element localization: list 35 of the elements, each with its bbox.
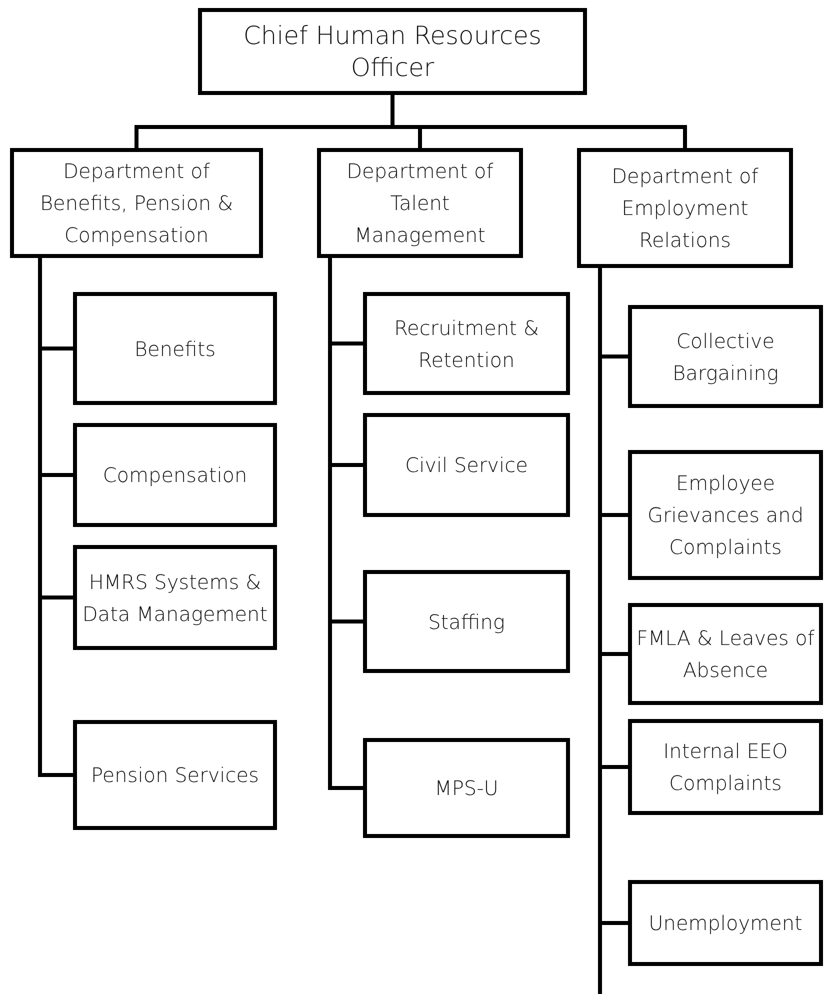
- connector-line: [390, 95, 687, 148]
- department-box: [10, 148, 263, 258]
- node-label: Pension Services: [91, 762, 259, 789]
- unit-box: [363, 570, 570, 673]
- unit-box: [628, 450, 823, 580]
- unit-box: [73, 720, 277, 830]
- node-label: Civil Service: [405, 452, 528, 479]
- node-label: Collective Bargaining: [672, 328, 780, 386]
- node-label: Department of Employment Relations: [610, 163, 760, 254]
- node-label: Compensation: [102, 462, 248, 489]
- unit-box: [628, 880, 823, 966]
- node-label: HMRS Systems & Data Management: [81, 568, 269, 628]
- title-box: [198, 8, 587, 95]
- node-label: Unemployment: [648, 910, 802, 937]
- unit-box: [73, 423, 277, 527]
- unit-box: [73, 292, 277, 405]
- node-label: Chief Human Resources Officer: [242, 20, 543, 84]
- unit-box: [363, 292, 570, 395]
- unit-box: [363, 738, 570, 838]
- unit-box: [628, 719, 823, 815]
- department-box: [577, 148, 793, 268]
- node-label: Recruitment & Retention: [393, 314, 540, 374]
- node-label: Benefits: [134, 336, 216, 362]
- node-label: Internal EEO Complaints: [662, 738, 789, 797]
- unit-box: [628, 305, 823, 408]
- department-box: [317, 148, 523, 258]
- node-label: Employee Grievances and Complaints: [646, 470, 805, 561]
- unit-box: [628, 603, 823, 705]
- node-label: FMLA & Leaves of Absence: [636, 625, 815, 684]
- unit-box: [73, 545, 277, 650]
- node-label: Department of Benefits, Pension & Compensation: [38, 158, 234, 249]
- node-label: MPS-U: [434, 775, 498, 802]
- unit-box: [363, 413, 570, 517]
- node-label: Department of Talent Management: [346, 158, 494, 249]
- node-label: Staffing: [428, 608, 505, 636]
